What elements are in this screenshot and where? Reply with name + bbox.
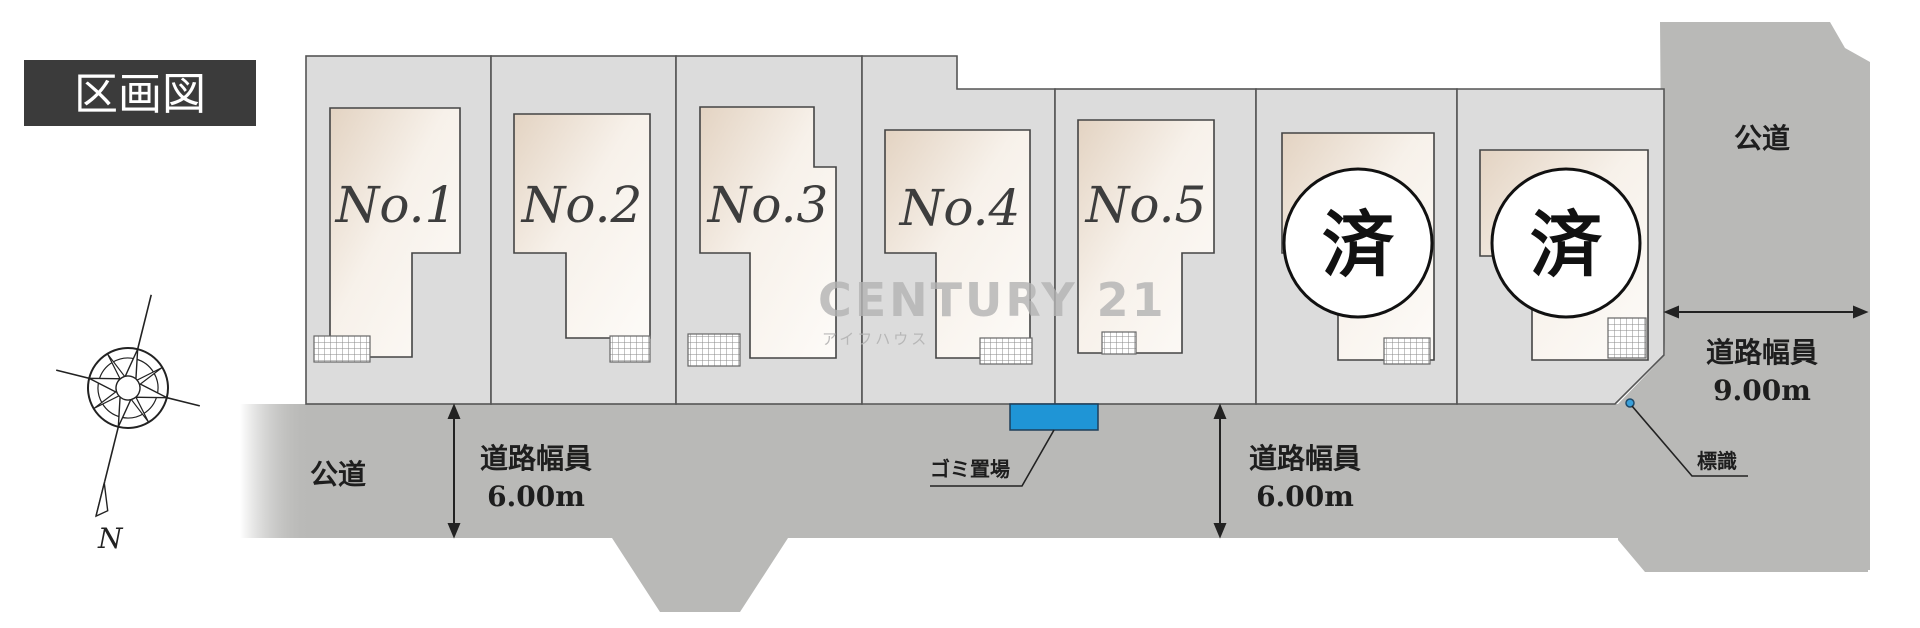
dimension-arrows — [447, 305, 1869, 539]
page-title: 区画図 — [74, 69, 206, 120]
road-area — [240, 22, 1900, 612]
lot-label-1: No.1 — [335, 176, 457, 234]
parking-pad-6 — [1383, 337, 1431, 365]
garbage-label: ゴミ置場 — [930, 457, 1010, 481]
side-road — [1660, 22, 1870, 570]
sign-label: 標識 — [1697, 449, 1737, 473]
lot-label-5: No.5 — [1085, 176, 1207, 234]
road-width-label-1: 道路幅員 — [480, 442, 592, 475]
road-width-value-3: 9.00m — [1713, 374, 1811, 407]
lot-label-2: No.2 — [521, 176, 643, 234]
sold-label-6: 済 — [1322, 202, 1395, 287]
road-width-label-3: 道路幅員 — [1706, 336, 1818, 369]
front-road — [240, 404, 1870, 612]
watermark-sub: アイフハウス — [822, 330, 929, 348]
road-width-value-1: 6.00m — [487, 480, 585, 513]
road-fade — [240, 404, 310, 538]
compass-icon — [56, 294, 200, 518]
parking-pad-1 — [313, 335, 371, 363]
sold-marker-7: 済 — [1490, 167, 1642, 319]
lot-label-4: No.4 — [899, 179, 1021, 237]
road-label-right: 公道 — [1734, 122, 1790, 155]
title-box — [24, 60, 256, 126]
road-label-left: 公道 — [310, 458, 366, 491]
parking-pad-3 — [687, 333, 741, 367]
sign-leader — [1631, 405, 1748, 477]
parking-pads — [313, 317, 1647, 367]
watermark-main: CENTURY 21 — [818, 273, 1167, 327]
watermark: CENTURY 21 アイフハウス — [818, 273, 1167, 348]
compass-north-label: N — [97, 522, 124, 555]
sign-marker — [1625, 398, 1635, 408]
parking-pad-2 — [609, 335, 651, 363]
road-width-label-2: 道路幅員 — [1249, 442, 1361, 475]
parking-pad-5 — [1101, 331, 1137, 355]
side-road-lower — [1618, 255, 1868, 572]
sold-marker-6: 済 — [1282, 167, 1434, 319]
parking-pad-4 — [979, 337, 1033, 365]
house-2 — [513, 113, 651, 339]
garbage-area — [1009, 403, 1099, 431]
sold-label-7: 済 — [1530, 202, 1603, 287]
lot-label-3: No.3 — [707, 176, 829, 234]
house-4 — [884, 129, 1031, 359]
house-5 — [1077, 119, 1215, 354]
house-3 — [699, 106, 837, 359]
road-width-value-2: 6.00m — [1256, 480, 1354, 513]
parking-pad-7 — [1607, 317, 1647, 359]
garbage-leader — [930, 429, 1055, 487]
